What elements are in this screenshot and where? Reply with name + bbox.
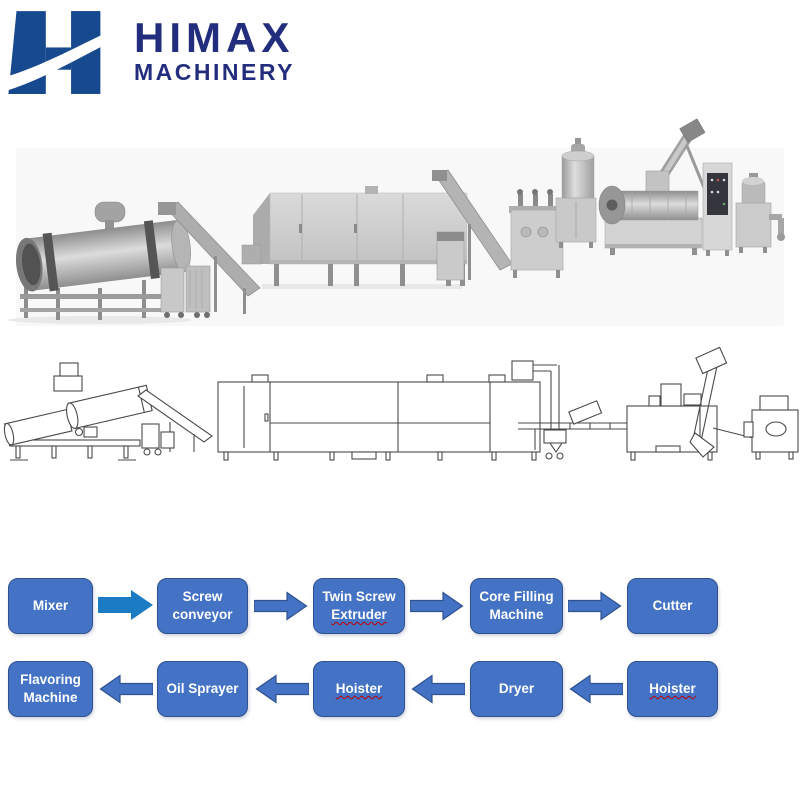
flow-step-core-filling-machine: Core Filling Machine [470, 578, 563, 634]
photo-control-cabinet [702, 162, 733, 256]
flow-arrow-left [255, 674, 309, 704]
brand-text: HIMAX MACHINERY [134, 14, 295, 85]
photo-elevator-conveyor [432, 169, 513, 281]
himax-logo-icon [8, 11, 120, 94]
flow-step-mixer: Mixer [8, 578, 93, 634]
flow-step-cutter: Cutter [627, 578, 718, 634]
flow-step-flavoring-machine: Flavoring Machine [8, 661, 93, 717]
flow-arrow-right-start [98, 590, 153, 620]
flow-arrow-left [569, 674, 623, 704]
drawing-conveyor [137, 389, 213, 456]
drawing-feed-pipe [511, 360, 567, 460]
photo-storage-tank [555, 138, 597, 248]
photo-infeed-conveyor [158, 201, 261, 314]
drawing-screw-conveyor [689, 346, 754, 458]
flow-step-dryer: Dryer [470, 661, 563, 717]
machinery-drawing-art [3, 346, 799, 461]
flow-step-screw-conveyor: Screw conveyor [157, 578, 248, 634]
machinery-line-drawing [0, 330, 800, 495]
flow-step-twin-screw-extruder: Twin Screw Extruder [313, 578, 405, 634]
flow-arrow-right [254, 591, 308, 621]
process-flowchart: Mixer Screw conveyor Twin Screw Extruder… [0, 560, 800, 800]
photo-twin-screw-extruder [598, 118, 707, 255]
machinery-photo [0, 118, 800, 333]
brand-subtitle: MACHINERY [134, 59, 295, 85]
photo-flavoring-drum [8, 201, 192, 324]
flow-arrow-left [99, 674, 153, 704]
photo-mixer [509, 189, 565, 278]
flow-step-oil-sprayer: Oil Sprayer [157, 661, 248, 717]
drawing-flavoring-drums [3, 362, 153, 461]
flow-step-hoister-1: Hoister [627, 661, 718, 717]
flow-arrow-right [568, 591, 622, 621]
photo-cutter-machine [735, 173, 785, 253]
drawing-feeder-machine [743, 395, 799, 460]
machinery-photo-art [8, 118, 785, 326]
brand-header: HIMAX MACHINERY [8, 5, 295, 98]
photo-dryer-oven [241, 186, 468, 289]
brand-name: HIMAX [134, 14, 295, 61]
photo-blower-unit [160, 265, 211, 318]
drawing-dryer-oven [217, 374, 541, 461]
flow-step-hoister-2: Hoister [313, 661, 405, 717]
flow-arrow-right [410, 591, 464, 621]
flow-arrow-left [411, 674, 465, 704]
